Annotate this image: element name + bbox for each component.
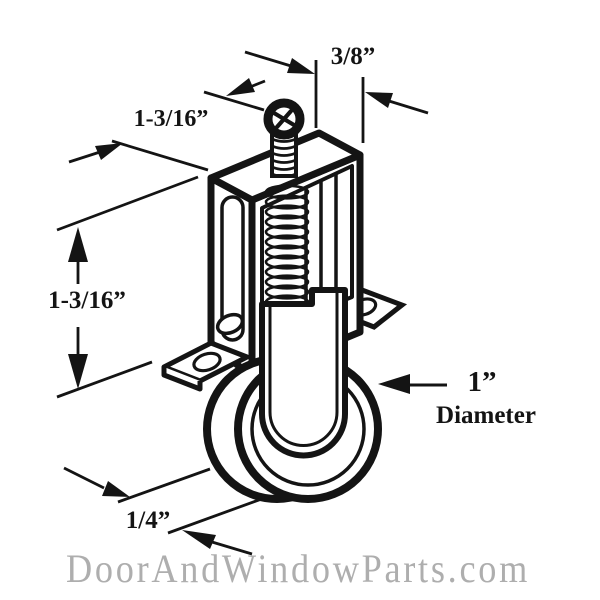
arrowhead-icon [226,78,255,96]
arrow-shaft [211,540,253,556]
extension-line [167,495,268,535]
dimension-top-width [244,50,429,143]
dimension-top-depth [68,78,266,172]
phillips-cross-icon [271,108,297,130]
adjustment-slot [220,195,245,342]
arrow-shaft [244,50,292,68]
arrowhead-icon [68,227,88,262]
extension-line [111,139,209,172]
dimension-wheel-diameter [378,374,447,394]
dimension-wheel-thickness [63,466,268,556]
arrowhead-icon [95,143,123,160]
arrowhead-icon [378,374,410,394]
arrowhead-icon [68,354,88,389]
dim-label-diameter-word: Diameter [436,402,536,429]
arrowhead-icon [182,530,216,549]
extension-line [117,467,211,504]
dimension-side-height [56,175,199,399]
extension-line [56,360,153,399]
arrow-shaft [63,466,105,490]
axle-pin [215,312,245,336]
arrow-shaft [249,79,266,89]
dim-label-side-height: 1-3/16” [48,287,126,314]
arrowhead-icon [102,481,130,497]
left-mounting-flange [161,340,250,392]
extension-line [203,90,265,112]
dim-label-diameter-value: 1” [468,366,497,398]
arrowhead-icon [365,92,393,108]
wheel-carriage [259,287,348,459]
dim-label-top-width: 3/8” [331,43,375,70]
left-flange-screw-hole [192,351,222,373]
arrow-shaft [68,150,101,164]
arrow-shaft [388,99,429,115]
watermark-text: DoorAndWindowParts.com [66,546,530,591]
dim-label-wheel-thickness: 1/4” [126,507,170,534]
dim-label-top-depth: 1-3/16” [134,106,209,132]
extension-line [56,175,199,232]
adjustment-screw [263,98,305,178]
arrowhead-icon [287,58,315,74]
